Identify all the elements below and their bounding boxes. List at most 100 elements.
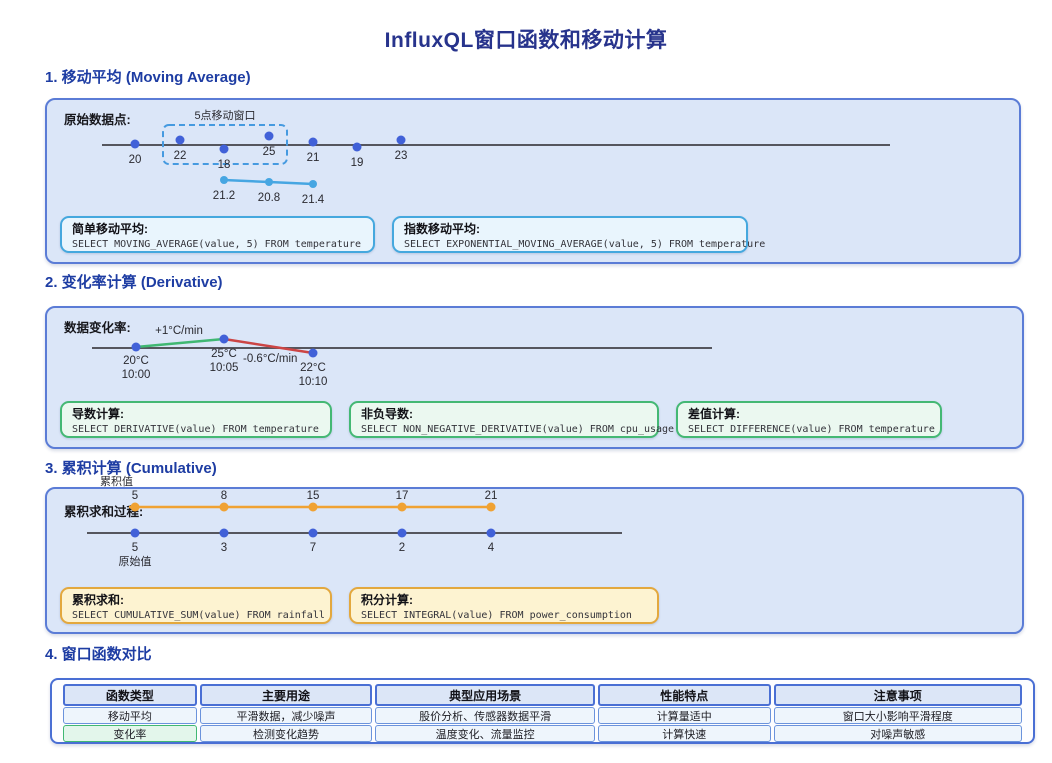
table-cell: 检测变化趋势 <box>199 725 373 742</box>
cumulative-value: 5 <box>132 490 138 502</box>
moving-average-value: 20.8 <box>258 192 280 204</box>
table-cell: 移动平均 <box>63 707 197 724</box>
code-box-title: 导数计算: <box>72 407 124 421</box>
table-header-cell: 注意事项 <box>773 684 1022 706</box>
moving-average-point <box>265 178 273 186</box>
data-point <box>396 135 406 145</box>
heading-comparison: 4. 窗口函数对比 <box>45 646 152 663</box>
table-cell: 计算量适中 <box>597 707 771 724</box>
original-value: 7 <box>310 542 316 554</box>
point-time: 10:05 <box>210 362 239 374</box>
code-snippet: SELECT DERIVATIVE(value) FROM temperatur… <box>72 424 319 435</box>
data-point-value: 18 <box>218 159 231 171</box>
table-header-cell: 性能特点 <box>597 684 771 706</box>
table-row: 变化率检测变化趋势温度变化、流量监控计算快速对噪声敏感 <box>63 725 1022 742</box>
data-point-value: 19 <box>351 157 364 169</box>
data-point-value: 25 <box>263 146 276 158</box>
point-temperature: 20°C <box>123 355 149 367</box>
falling-rate-line <box>223 337 314 355</box>
heading-cumulative: 3. 累积计算 (Cumulative) <box>45 460 217 477</box>
heading-derivative: 2. 变化率计算 (Derivative) <box>45 274 223 291</box>
code-box-title: 指数移动平均: <box>404 222 480 236</box>
cumulative-point <box>130 502 140 512</box>
data-point <box>130 139 140 149</box>
rate-up-label: +1°C/min <box>155 325 203 337</box>
code-box-title: 非负导数: <box>361 407 413 421</box>
table-cell: 窗口大小影响平滑程度 <box>773 707 1022 724</box>
cumulative-point <box>397 502 407 512</box>
code-snippet: SELECT MOVING_AVERAGE(value, 5) FROM tem… <box>72 239 361 250</box>
original-point <box>397 528 407 538</box>
table-cell: 变化率 <box>63 725 197 742</box>
original-value: 4 <box>488 542 495 554</box>
data-point <box>131 342 141 352</box>
code-box-title: 差值计算: <box>688 407 740 421</box>
cumulative-value: 15 <box>307 490 320 502</box>
derivative-panel: 数据变化率: +1°C/min -0.6°C/min 20°C 10:00 25°C 10… <box>45 306 1024 449</box>
original-point <box>308 528 318 538</box>
cumulative-process-label: 累积求和过程: <box>64 505 144 519</box>
cumulative-value: 8 <box>221 490 227 502</box>
table-cell: 计算快速 <box>597 725 771 742</box>
code-box-title: 简单移动平均: <box>72 222 148 236</box>
original-value-label: 原始值 <box>119 554 152 568</box>
rising-rate-line <box>135 337 225 349</box>
point-temperature: 22°C <box>300 362 326 374</box>
code-snippet: SELECT CUMULATIVE_SUM(value) FROM rainfa… <box>72 610 325 621</box>
moving-average-value: 21.4 <box>302 194 325 206</box>
code-box-exponential-moving-average: 指数移动平均: SELECT EXPONENTIAL_MOVING_AVERAG… <box>392 216 766 253</box>
comparison-table: 函数类型主要用途典型应用场景性能特点注意事项移动平均平滑数据，减少噪声股价分析、… <box>50 678 1035 744</box>
code-snippet: SELECT NON_NEGATIVE_DERIVATIVE(value) FR… <box>361 424 675 435</box>
derivative-diagram: +1°C/min -0.6°C/min 20°C 10:00 25°C 10:05 22°C… <box>92 325 712 388</box>
raw-data-label: 原始数据点: <box>64 113 131 127</box>
code-box-derivative: 导数计算: SELECT DERIVATIVE(value) FROM temp… <box>60 401 332 438</box>
data-point <box>308 137 318 147</box>
code-box-non-negative-derivative: 非负导数: SELECT NON_NEGATIVE_DERIVATIVE(val… <box>349 401 675 438</box>
point-time: 10:10 <box>299 376 328 388</box>
cumulative-value: 17 <box>396 490 409 502</box>
rate-label: 数据变化率: <box>64 321 131 335</box>
code-snippet: SELECT INTEGRAL(value) FROM power_consum… <box>361 610 632 621</box>
data-point <box>352 142 362 152</box>
code-box-cumulative-sum: 累积求和: SELECT CUMULATIVE_SUM(value) FROM … <box>60 587 332 624</box>
point-temperature: 25°C <box>211 348 237 360</box>
cumulative-point <box>219 502 229 512</box>
cumulative-value-label: 累积值 <box>100 476 133 488</box>
original-point <box>486 528 496 538</box>
table-header-row: 函数类型主要用途典型应用场景性能特点注意事项 <box>63 684 1022 706</box>
table-cell: 平滑数据，减少噪声 <box>199 707 373 724</box>
data-point <box>264 131 274 141</box>
moving-average-value: 21.2 <box>213 190 235 202</box>
cumulative-point <box>308 502 318 512</box>
table-row: 移动平均平滑数据，减少噪声股价分析、传感器数据平滑计算量适中窗口大小影响平滑程度 <box>63 707 1022 724</box>
code-snippet: SELECT DIFFERENCE(value) FROM temperatur… <box>688 424 935 435</box>
code-box-title: 积分计算: <box>361 593 413 607</box>
code-box-difference: 差值计算: SELECT DIFFERENCE(value) FROM temp… <box>676 401 942 438</box>
table-cell: 温度变化、流量监控 <box>375 725 595 742</box>
page-title: InfluxQL窗口函数和移动计算 <box>384 29 668 52</box>
moving-window-label: 5点移动窗口 <box>194 108 255 122</box>
original-value: 5 <box>132 542 138 554</box>
moving-average-point <box>309 180 317 188</box>
table-cell: 股价分析、传感器数据平滑 <box>375 707 595 724</box>
cumulative-value: 21 <box>485 490 498 502</box>
data-point-value: 20 <box>129 154 142 166</box>
data-point <box>219 144 229 154</box>
table-header-cell: 主要用途 <box>199 684 373 706</box>
data-point <box>175 135 185 145</box>
data-point-value: 23 <box>395 150 408 162</box>
moving-average-point <box>220 176 228 184</box>
data-point-value: 22 <box>174 150 187 162</box>
code-box-simple-moving-average: 简单移动平均: SELECT MOVING_AVERAGE(value, 5) … <box>60 216 375 253</box>
table-header-cell: 典型应用场景 <box>375 684 595 706</box>
code-snippet: SELECT EXPONENTIAL_MOVING_AVERAGE(value,… <box>404 239 766 250</box>
point-time: 10:00 <box>122 369 151 381</box>
rate-down-label: -0.6°C/min <box>243 353 297 365</box>
original-point <box>219 528 229 538</box>
table-header-cell: 函数类型 <box>63 684 197 706</box>
data-point <box>308 348 318 358</box>
original-point <box>130 528 140 538</box>
